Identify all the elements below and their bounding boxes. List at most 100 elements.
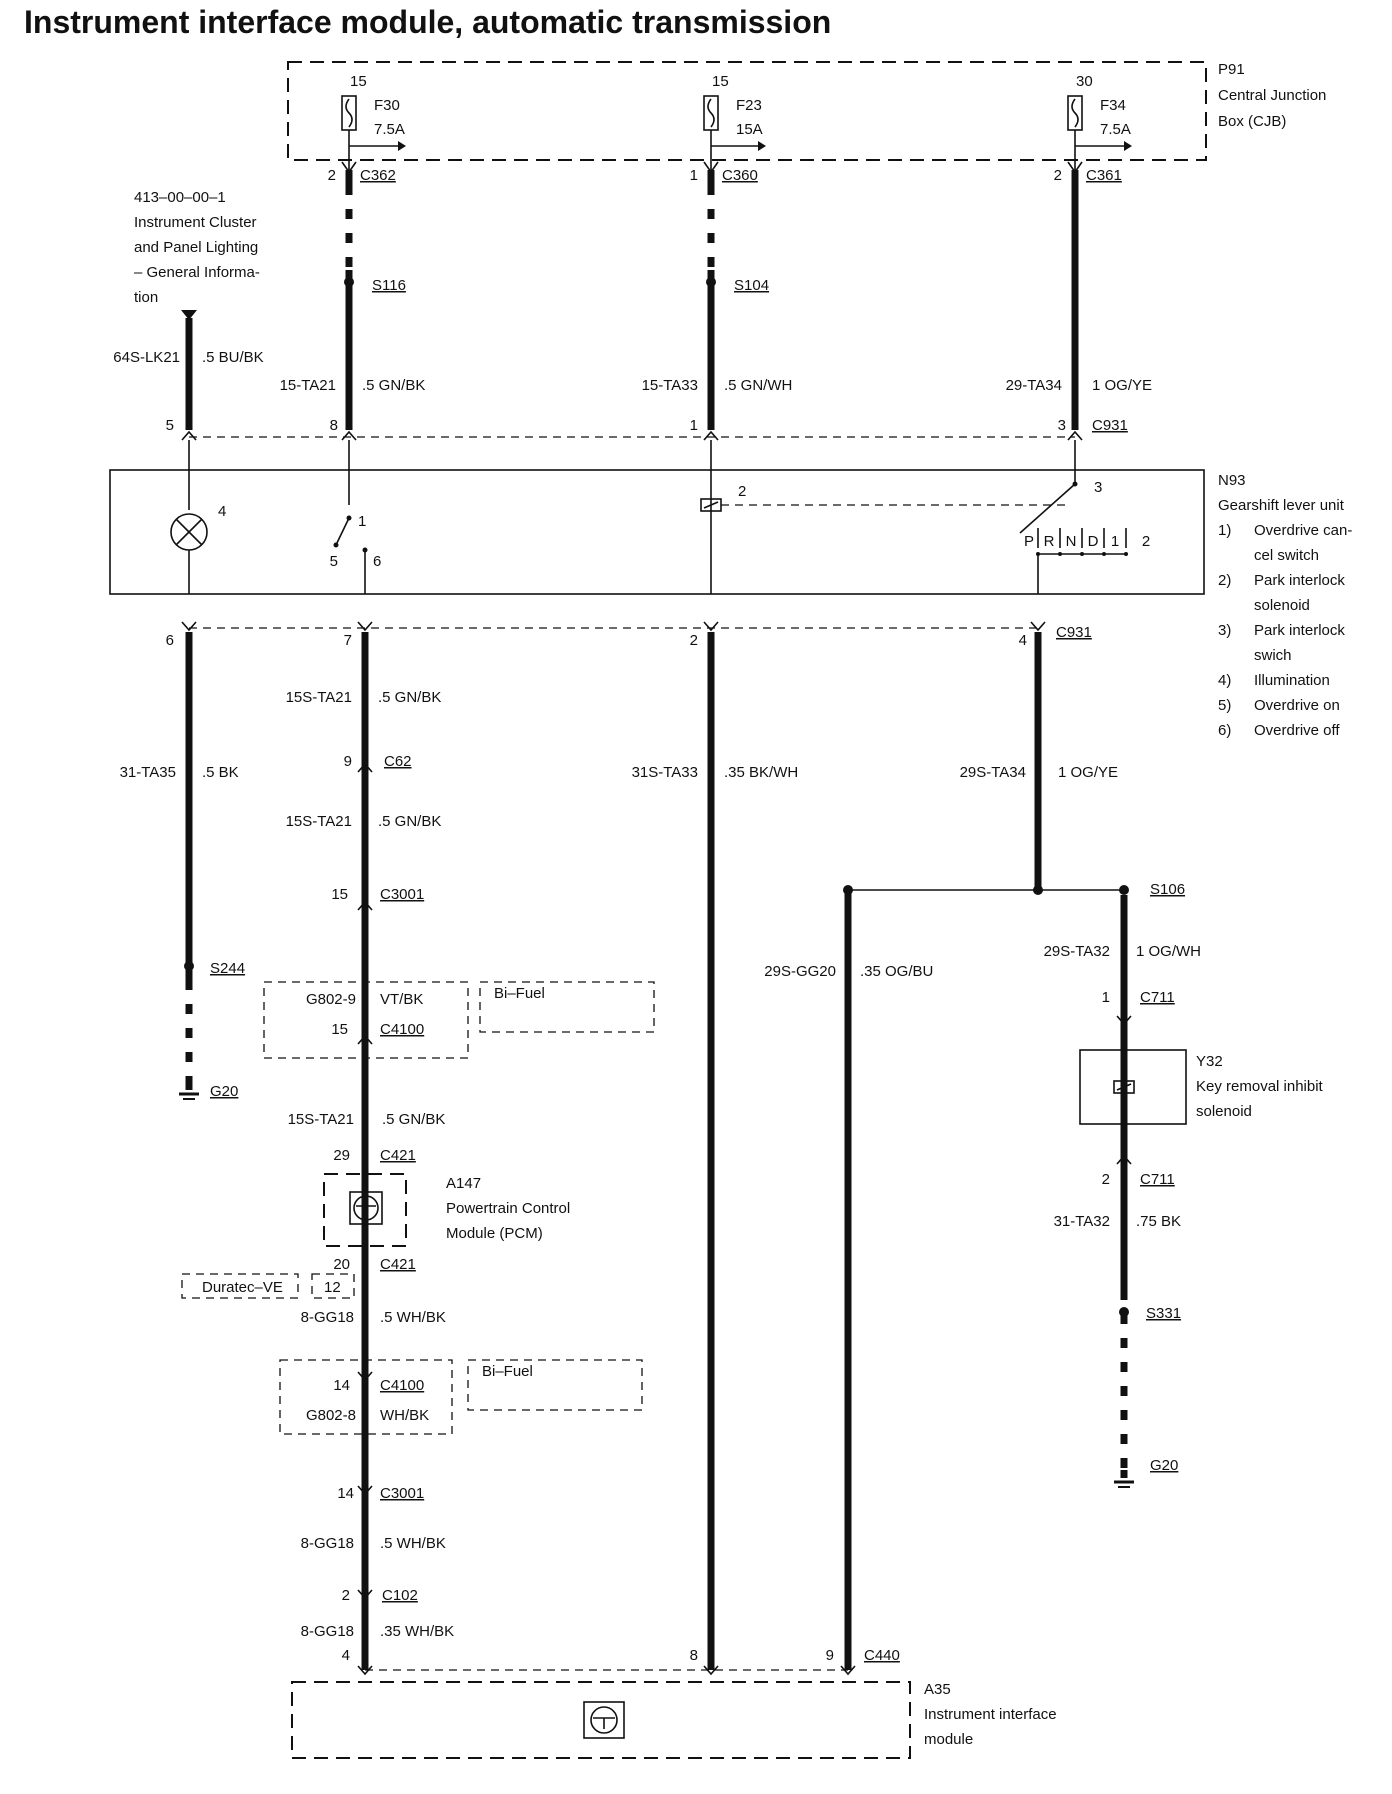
- conn-pin: 15: [331, 886, 348, 903]
- svg-text:Overdrive on: Overdrive on: [1254, 697, 1340, 714]
- conn-name: C711: [1140, 989, 1175, 1006]
- svg-text:cel switch: cel switch: [1254, 547, 1319, 564]
- wire-circuit: 31S-TA33: [632, 764, 698, 781]
- c440-pin: 9: [826, 1647, 834, 1664]
- conn-name: C62: [384, 753, 412, 770]
- pcm-box: [323, 1173, 407, 1247]
- c931-pin: 7: [344, 632, 352, 649]
- park-interlock-switch: [1019, 483, 1076, 534]
- c931-name: C931: [1092, 417, 1128, 434]
- svg-text:5): 5): [1218, 697, 1231, 714]
- page-title: Instrument interface module, automatic t…: [24, 4, 832, 40]
- n93-pin: 2: [738, 483, 746, 500]
- wire-spec: .5 GN/WH: [724, 377, 792, 394]
- ref-3: and Panel Lighting: [134, 239, 258, 256]
- n93-pin: 1: [358, 513, 366, 530]
- n93-id: N93: [1218, 472, 1246, 489]
- c440-pin: 8: [690, 1647, 698, 1664]
- wire-spec: .5 BU/BK: [202, 349, 264, 366]
- conn-name: C421: [380, 1147, 416, 1164]
- gear-label: P: [1024, 533, 1034, 550]
- cjb-box: [287, 61, 1207, 161]
- conn-name: C421: [380, 1256, 416, 1273]
- c931-pin: 6: [166, 632, 174, 649]
- wire-circuit: 29S-TA34: [960, 764, 1026, 781]
- conn-pin: 14: [333, 1377, 350, 1394]
- svg-text:1): 1): [1218, 522, 1231, 539]
- svg-text:3): 3): [1218, 622, 1231, 639]
- conn-pin: 9: [344, 753, 352, 770]
- fuse-id: F30: [374, 97, 400, 114]
- svg-text:Park interlock: Park interlock: [1254, 622, 1345, 639]
- fuse-f34: 30 F34 7.5A: [1067, 73, 1132, 170]
- fuse-id: F34: [1100, 97, 1126, 114]
- wire-circuit: 15-TA21: [280, 377, 336, 394]
- svg-text:Overdrive can-: Overdrive can-: [1254, 522, 1352, 539]
- gear-label: D: [1088, 533, 1099, 550]
- iim-name-1: Instrument interface: [924, 1706, 1057, 1723]
- duratec-label: Duratec–VE: [202, 1279, 283, 1296]
- fuse-f30: 15 F30 7.5A: [341, 73, 406, 170]
- ref-1: 413–00–00–1: [134, 189, 226, 206]
- svg-text:4): 4): [1218, 672, 1231, 689]
- conn-name: C360: [722, 167, 758, 184]
- iim-id: A35: [924, 1681, 951, 1698]
- conn-pin: 1: [1102, 989, 1110, 1006]
- svg-text:Illumination: Illumination: [1254, 672, 1330, 689]
- conn-name: C102: [382, 1587, 418, 1604]
- wire-spec: 1 OG/WH: [1136, 943, 1201, 960]
- svg-text:2): 2): [1218, 572, 1231, 589]
- c931-pin: 8: [330, 417, 338, 434]
- fuse-pin: 30: [1076, 73, 1093, 90]
- cjb-name-2: Box (CJB): [1218, 113, 1286, 130]
- gearshift-lever-unit-box: [109, 469, 1205, 595]
- gear-label: 1: [1111, 533, 1119, 550]
- c440-pin: 4: [342, 1647, 350, 1664]
- wire-spec: .5 GN/BK: [378, 813, 441, 830]
- conn-pin: 2: [328, 167, 336, 184]
- svg-text:swich: swich: [1254, 647, 1292, 664]
- wire-circuit: 29S-TA32: [1044, 943, 1110, 960]
- overdrive-switch: [335, 517, 350, 546]
- wire-spec: 1 OG/YE: [1092, 377, 1152, 394]
- conn-name: C711: [1140, 1171, 1175, 1188]
- wire-spec: .35 BK/WH: [724, 764, 798, 781]
- gear-label: N: [1066, 533, 1077, 550]
- wire-circuit: 31-TA35: [120, 764, 176, 781]
- wire-spec: .5 BK: [202, 764, 239, 781]
- wire-spec: .5 GN/BK: [362, 377, 425, 394]
- fuse-rating: 7.5A: [1100, 121, 1131, 138]
- gear-label: 2: [1142, 533, 1150, 550]
- conn-name: C361: [1086, 167, 1122, 184]
- pcm-name-1: Powertrain Control: [446, 1200, 570, 1217]
- bifuel-box: [279, 1359, 453, 1435]
- conn-pin: 14: [337, 1485, 354, 1502]
- c931-pin: 2: [690, 632, 698, 649]
- wire-circuit: 15S-TA21: [288, 1111, 354, 1128]
- c931-name: C931: [1056, 624, 1092, 641]
- key-removal-solenoid-box: [1079, 1049, 1187, 1125]
- wire-spec: .5 WH/BK: [380, 1535, 446, 1552]
- reference-arrow: [181, 310, 197, 320]
- bifuel-box: [263, 981, 469, 1059]
- ref-5: tion: [134, 289, 158, 306]
- wire-spec: .5 GN/BK: [378, 689, 441, 706]
- fuse-rating: 7.5A: [374, 121, 405, 138]
- wire-circuit: 31-TA32: [1054, 1213, 1110, 1230]
- n93-pin: 3: [1094, 479, 1102, 496]
- gear-selector: P R N D 1 2: [1024, 528, 1150, 556]
- n93-pin: 5: [330, 553, 338, 570]
- n93-pin: 4: [218, 503, 226, 520]
- wire-circuit: 8-GG18: [301, 1623, 354, 1640]
- bifuel-note-box: [467, 1359, 643, 1411]
- fuse-pin: 15: [712, 73, 729, 90]
- gear-label: R: [1044, 533, 1055, 550]
- wire-spec: 1 OG/YE: [1058, 764, 1118, 781]
- fuse-pin: 15: [350, 73, 367, 90]
- splice-s331: S331: [1146, 1305, 1181, 1322]
- wire-circuit: G802-9: [306, 991, 356, 1008]
- c931-pin: 5: [166, 417, 174, 434]
- n93-pin: 6: [373, 553, 381, 570]
- conn-pin: 1: [690, 167, 698, 184]
